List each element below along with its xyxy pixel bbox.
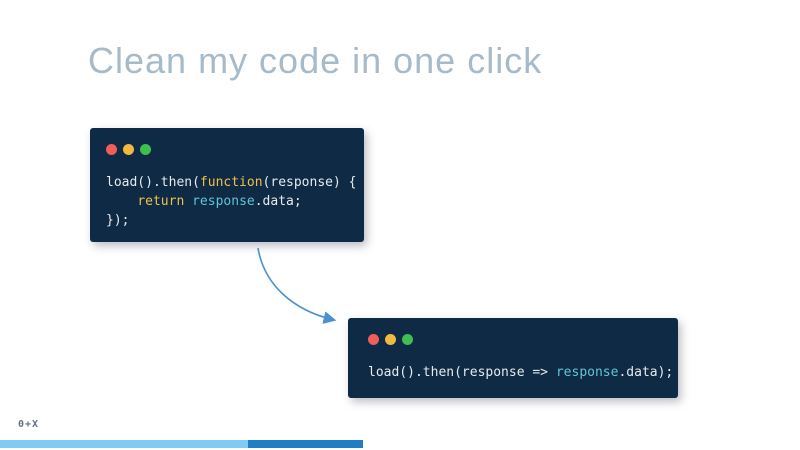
window-controls <box>106 144 348 155</box>
brand-logo: 0+X <box>18 419 40 430</box>
code-content-before: load().then(function(response) { return … <box>106 173 357 230</box>
code-content-after: load().then(response => response.data); <box>368 363 674 382</box>
progress-bar <box>0 440 800 448</box>
progress-segment-past <box>0 440 248 448</box>
code-line: load().then(function(response) { <box>106 175 357 190</box>
window-controls <box>368 334 662 345</box>
code-line: return response.data; <box>137 194 302 209</box>
code-line: load().then(response => response.data); <box>368 365 674 380</box>
dot-red-icon <box>106 144 117 155</box>
dot-red-icon <box>368 334 379 345</box>
dot-green-icon <box>140 144 151 155</box>
dot-green-icon <box>402 334 413 345</box>
progress-segment-current <box>248 440 364 448</box>
dot-yellow-icon <box>123 144 134 155</box>
code-line: }); <box>106 213 130 228</box>
dot-yellow-icon <box>385 334 396 345</box>
slide-title: Clean my code in one click <box>88 40 543 81</box>
code-window-after: load().then(response => response.data); <box>348 318 678 398</box>
code-window-before: load().then(function(response) { return … <box>90 128 364 242</box>
